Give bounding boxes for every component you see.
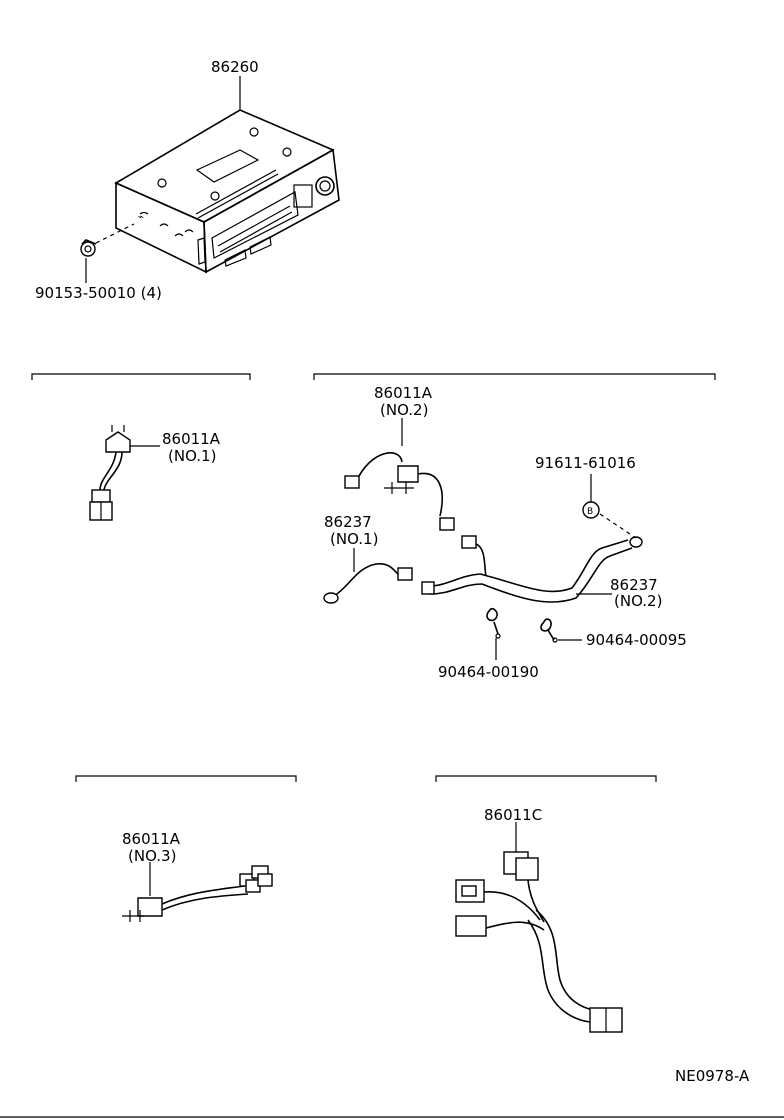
section-bracket-3	[75, 775, 297, 782]
harness-c-drawing	[455, 822, 623, 1033]
ground-no1-part-label: 86237	[324, 513, 372, 531]
radio-part-label: 86260	[211, 58, 259, 76]
screw-drawing	[80, 223, 135, 283]
section-bracket-2	[313, 373, 716, 380]
svg-text:⌁: ⌁	[138, 212, 144, 223]
bolt-callout-letter: B	[587, 507, 593, 517]
screw-part-label: 90153-50010 (4)	[35, 284, 162, 302]
clamp-b-part-label: 90464-00190	[438, 663, 539, 681]
section-bracket-1	[31, 373, 251, 380]
wire-no1-number-label: (NO.1)	[168, 447, 216, 465]
wire-no1-part-label: 86011A	[162, 430, 221, 448]
section-bracket-4	[435, 775, 657, 782]
clamp-a-part-label: 90464-00095	[586, 631, 687, 649]
drawing-code: NE0978-A	[675, 1067, 750, 1085]
ground-no2-part-label: 86237	[610, 576, 658, 594]
wire-no1-drawing	[89, 425, 160, 521]
wire-no3-number-label: (NO.3)	[128, 847, 176, 865]
ground-no1-number-label: (NO.1)	[330, 530, 378, 548]
harness-group-drawing	[323, 418, 643, 660]
wire-no3-part-label: 86011A	[122, 830, 181, 848]
wire-no2-number-label: (NO.2)	[380, 401, 428, 419]
wire-no3-drawing	[122, 862, 273, 922]
wire-no2-part-label: 86011A	[374, 384, 433, 402]
radio-unit-drawing: ⌁	[114, 76, 340, 274]
ground-no2-number-label: (NO.2)	[614, 592, 662, 610]
bolt-part-label: 91611-61016	[535, 454, 636, 472]
harness-c-part-label: 86011C	[484, 806, 542, 824]
